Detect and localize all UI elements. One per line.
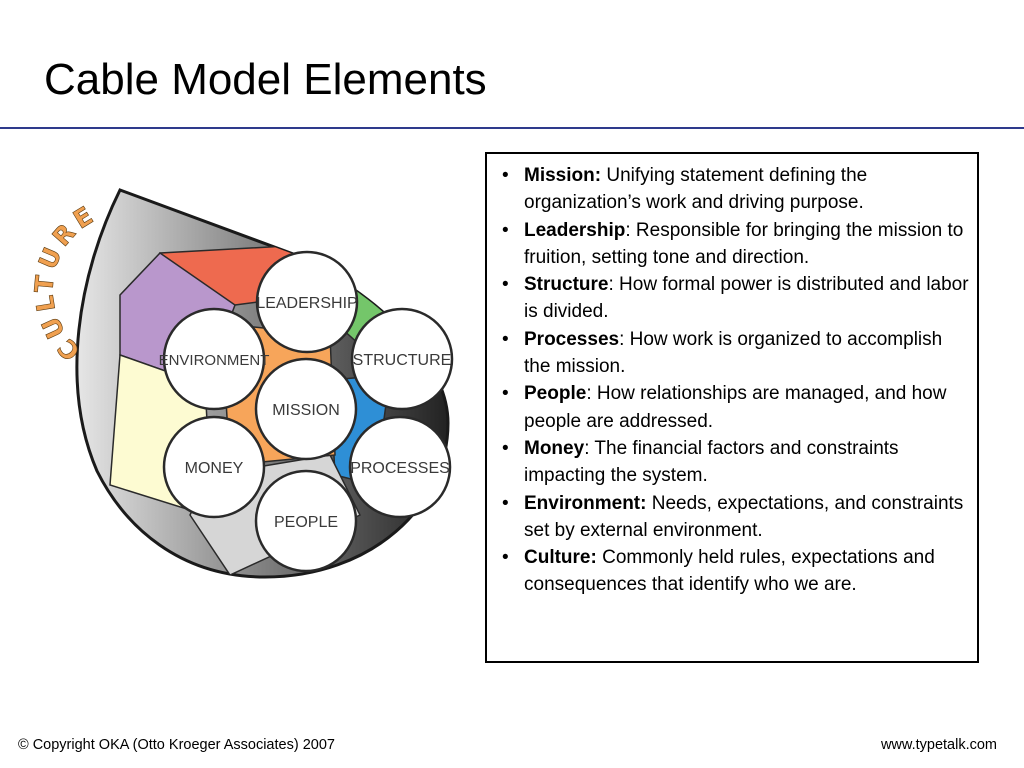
definition-processes: Processes: How work is organized to acco… <box>499 326 971 381</box>
definition-text: Needs, expectations, and constraints set… <box>524 492 964 541</box>
cable-circles: LEADERSHIP ENVIRONMENT STRUCTURE MISSION… <box>159 250 454 573</box>
circle-label: MONEY <box>185 460 244 477</box>
slide-title: Cable Model Elements <box>44 55 487 104</box>
website-link[interactable]: www.typetalk.com <box>880 737 997 753</box>
definition-text: : How relationships are managed, and how… <box>524 383 947 432</box>
circle-environment: ENVIRONMENT <box>159 307 270 411</box>
definitions-box: Mission: Unifying statement defining the… <box>485 152 979 663</box>
circle-people: PEOPLE <box>254 469 358 573</box>
definition-term: Leadership <box>524 219 626 241</box>
definition-term: Mission: <box>524 165 602 186</box>
definition-structure: Structure: How formal power is distribut… <box>499 271 971 326</box>
definition-term: Environment: <box>524 492 647 514</box>
definition-text: Unifying statement defining the organiza… <box>524 165 868 214</box>
definition-text: : How work is organized to accomplish th… <box>524 328 943 378</box>
definition-environment: Environment: Needs, expectations, and co… <box>499 490 971 545</box>
circle-label: ENVIRONMENT <box>159 352 270 369</box>
circle-label: MISSION <box>272 402 340 419</box>
definitions-list: Mission: Unifying statement defining the… <box>499 162 971 599</box>
definition-term: People <box>524 383 587 405</box>
definition-text: : Responsible for bringing the mission t… <box>524 219 964 268</box>
circle-label: LEADERSHIP <box>256 295 357 312</box>
cable-model-diagram: CULTURE LEADERSHIP ENVIRONMENT STRUCTURE… <box>30 185 460 585</box>
definition-text: Commonly held rules, expectations and co… <box>524 547 935 596</box>
title-divider <box>0 127 1024 129</box>
definition-text: : How formal power is distributed and la… <box>524 274 969 323</box>
definition-term: Money <box>524 437 585 459</box>
circle-leadership: LEADERSHIP <box>255 250 359 354</box>
circle-label: PEOPLE <box>274 514 338 531</box>
definition-text: : The financial factors and constraints … <box>524 437 899 487</box>
circle-money: MONEY <box>162 415 266 519</box>
copyright-text: © Copyright OKA (Otto Kroeger Associates… <box>18 737 335 753</box>
circle-processes: PROCESSES <box>348 415 452 519</box>
definition-culture: Culture: Commonly held rules, expectatio… <box>499 544 971 599</box>
definition-term: Culture: <box>524 547 597 569</box>
definition-term: Processes <box>524 328 620 350</box>
definition-people: People: How relationships are managed, a… <box>499 380 971 435</box>
definition-mission: Mission: Unifying statement defining the… <box>499 162 971 217</box>
circle-label: STRUCTURE <box>353 352 452 369</box>
circle-mission: MISSION <box>254 357 358 461</box>
definition-money: Money: The financial factors and constra… <box>499 435 971 490</box>
circle-structure: STRUCTURE <box>350 307 454 411</box>
definition-term: Structure <box>524 274 609 296</box>
circle-label: PROCESSES <box>350 460 450 477</box>
cable-svg: CULTURE LEADERSHIP ENVIRONMENT STRUCTURE… <box>30 188 454 579</box>
definition-leadership: Leadership: Responsible for bringing the… <box>499 217 971 272</box>
